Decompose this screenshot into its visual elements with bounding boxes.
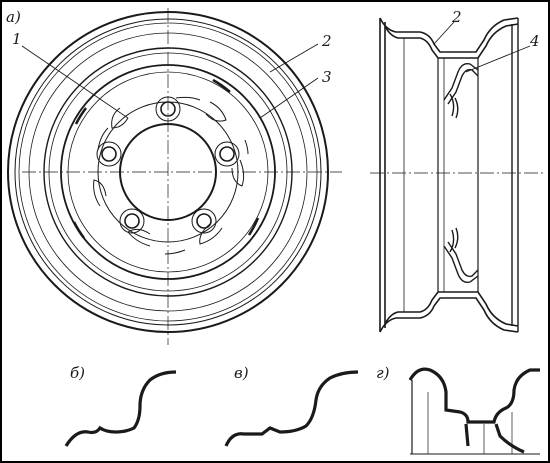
- section-disc-upper: [443, 62, 479, 119]
- rim-outer-edge: [7, 11, 329, 333]
- section-disc-lower: [443, 227, 479, 284]
- bolt-boss-2: [214, 141, 240, 167]
- label-b: б): [70, 364, 85, 382]
- bolt-holes: [96, 96, 240, 234]
- bolt-boss-1: [155, 96, 181, 122]
- profile-v: [224, 370, 359, 447]
- label-callout-3: 3: [322, 68, 332, 86]
- label-g: г): [376, 364, 390, 382]
- rim-flange-2: [18, 22, 318, 322]
- bolt-boss-5: [96, 141, 122, 167]
- bolt-boss-3: [191, 208, 217, 234]
- disc-slot-arc-1: [212, 78, 231, 93]
- disc-outer: [60, 64, 276, 280]
- section-right-flange: [511, 18, 519, 332]
- disc-slot-arc-4: [74, 107, 88, 125]
- front-view-wheel: [7, 8, 342, 345]
- label-callout-1: 1: [12, 30, 22, 48]
- bolt-hole-1: [160, 101, 176, 117]
- profile-g: [408, 367, 540, 455]
- bolt-hole-5: [101, 146, 117, 162]
- disc-slot-arc-2: [247, 217, 260, 236]
- section-view-rim: [370, 17, 545, 333]
- label-callout-2-front: 2: [321, 32, 332, 50]
- section-left-flange: [379, 18, 386, 332]
- leader-4: [465, 45, 531, 73]
- profile-b: [64, 370, 177, 447]
- rim-flange-1: [14, 18, 322, 326]
- leader-3: [259, 77, 319, 119]
- center-bore: [119, 123, 217, 221]
- section-rim-profile-top: [379, 17, 519, 59]
- disc-slot-arc-3: [72, 221, 86, 239]
- section-rim-profile-bottom: [379, 291, 519, 333]
- label-callout-2-side: 2: [451, 8, 462, 26]
- rim-well: [43, 47, 293, 297]
- label-a: а): [6, 8, 21, 26]
- leader-2-front: [269, 43, 319, 73]
- bolt-hole-2: [219, 146, 235, 162]
- leader-2-side: [433, 21, 455, 45]
- rim-bead-seat: [28, 32, 308, 312]
- profile-g-lower: [464, 423, 525, 454]
- disc-ring: [67, 71, 269, 273]
- bolt-hole-4: [124, 213, 140, 229]
- ventilation-openings: [93, 96, 249, 255]
- rim-well-inner: [48, 52, 288, 292]
- label-v: в): [234, 364, 249, 382]
- bolt-hole-3: [196, 213, 212, 229]
- leader-1: [21, 45, 129, 119]
- label-callout-4: 4: [529, 32, 540, 50]
- bolt-boss-4: [119, 208, 145, 234]
- profile-g-main: [408, 367, 540, 424]
